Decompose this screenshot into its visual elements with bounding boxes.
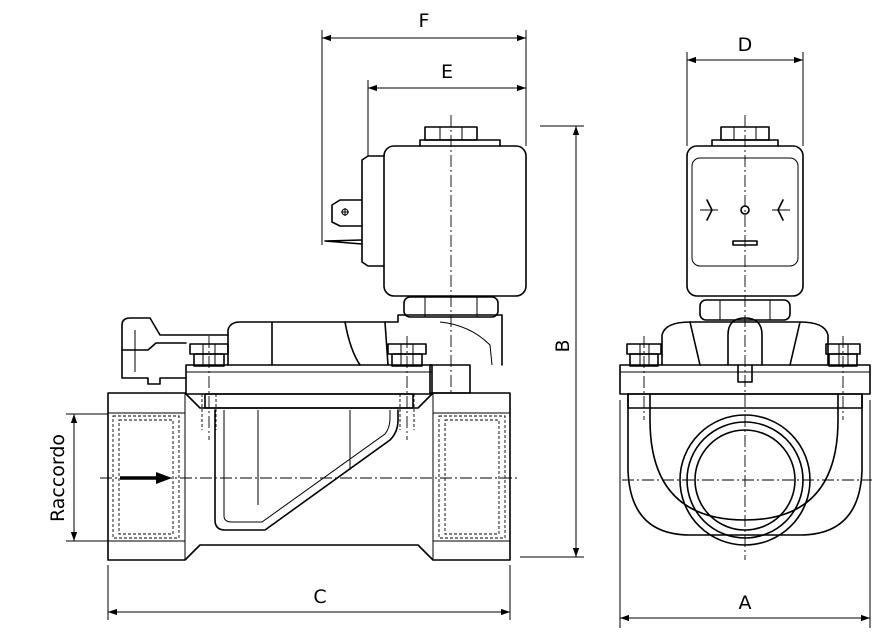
connection-label-raccordo: Raccordo [47, 434, 69, 522]
bonnet-cover [227, 314, 503, 366]
valve-body-outline [107, 392, 511, 561]
dimension-lines [66, 30, 871, 628]
front-view [100, 115, 527, 561]
dimension-label-f: F [419, 10, 430, 32]
solenoid-coil [361, 126, 527, 297]
dimension-label-c: C [313, 586, 326, 608]
side-view [619, 115, 872, 560]
outlet-port-thread [438, 415, 506, 539]
dimension-label-e: E [441, 61, 453, 83]
flange-plate [185, 364, 433, 395]
dimension-label-d: D [738, 34, 753, 56]
manual-override-handle [121, 317, 229, 351]
internal-passage [214, 409, 399, 531]
dimension-label-a: A [739, 592, 752, 614]
bolt-right [387, 343, 427, 430]
electrical-terminal [324, 199, 363, 245]
dimension-label-b: B [552, 339, 574, 352]
inlet-port-thread [112, 415, 180, 539]
